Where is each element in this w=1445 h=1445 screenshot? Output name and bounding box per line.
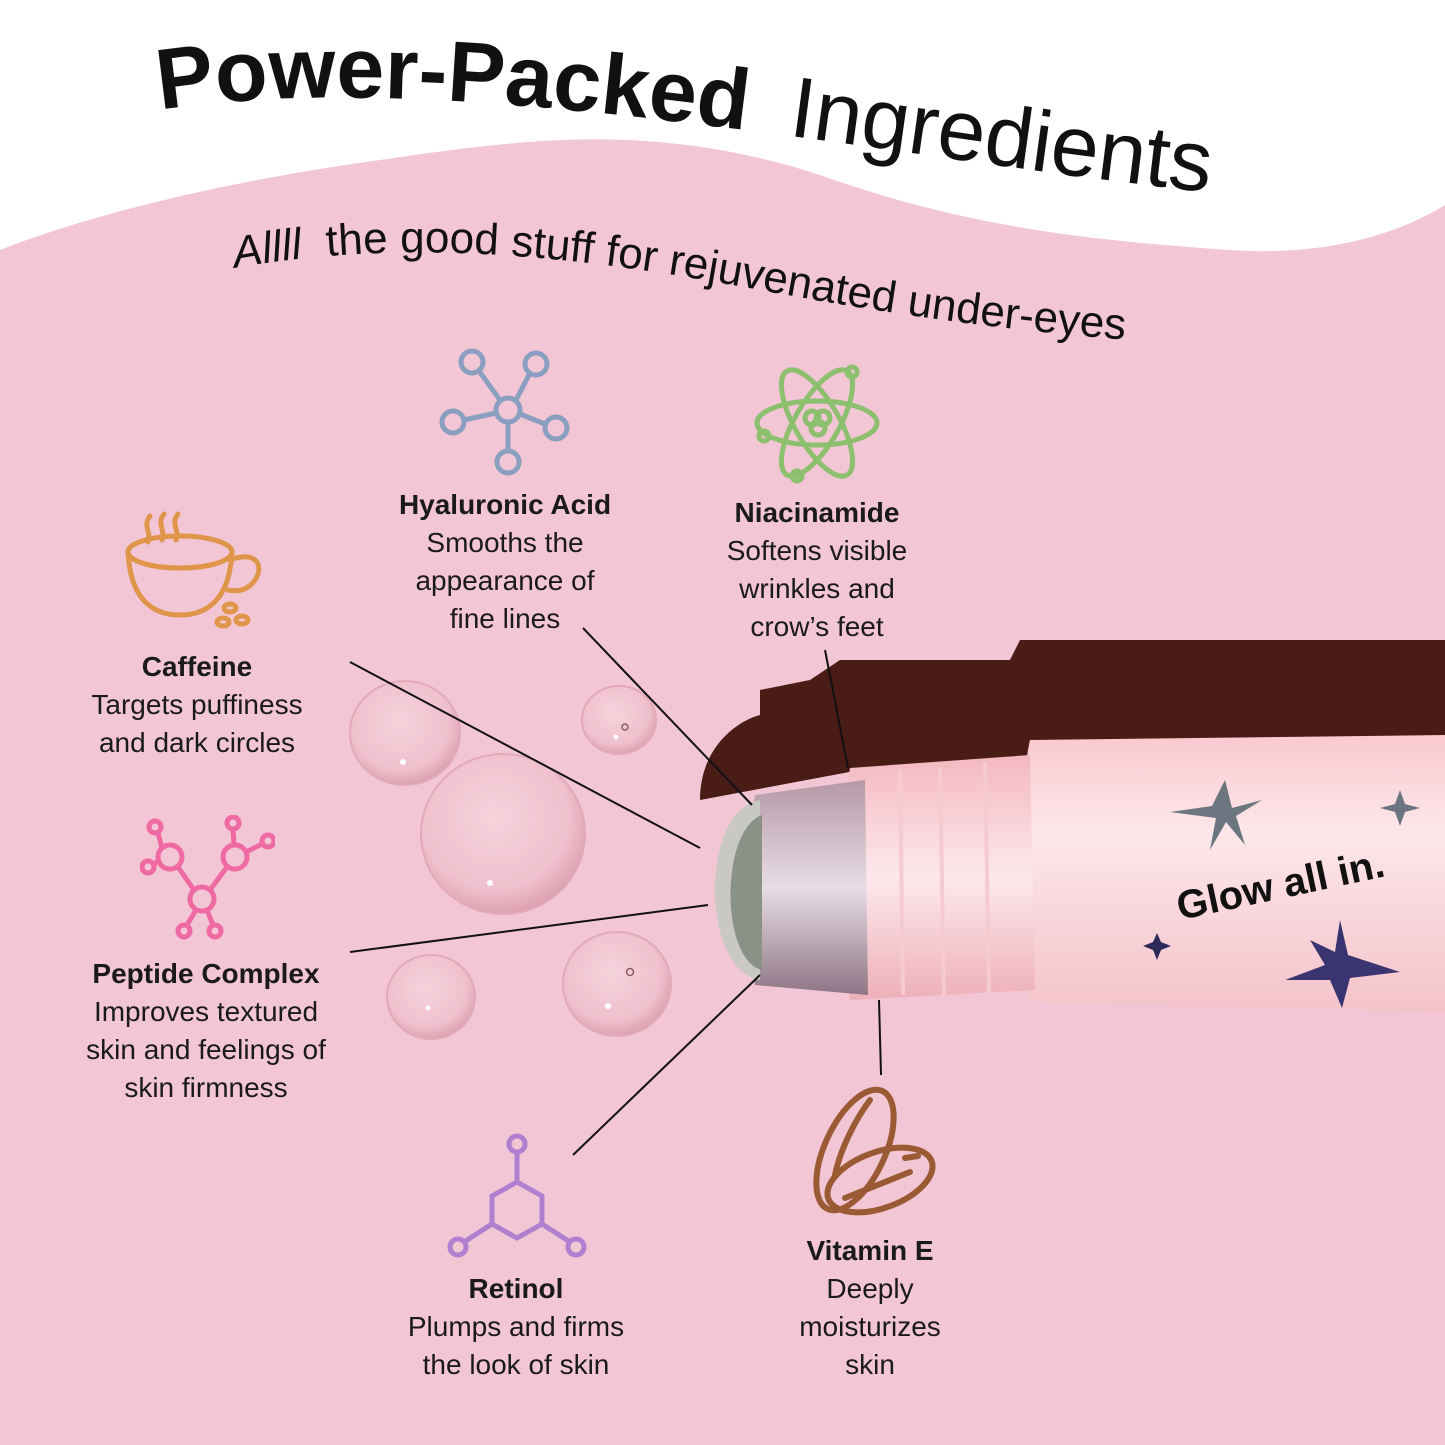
subtitle-emphasis: Allll [226, 219, 305, 278]
ingredient-name: Retinol [468, 1273, 564, 1304]
callout-hyaluronic [582, 627, 753, 806]
callout-vitamin-e [878, 999, 882, 1076]
callout-retinol [572, 974, 761, 1156]
hexagon-molecule-icon [447, 1133, 587, 1258]
ingredient-description: Deeply moisturizes skin [799, 1273, 941, 1380]
atom-icon [754, 364, 880, 484]
ingredient-name: Hyaluronic Acid [398, 489, 612, 520]
droplet-group [349, 680, 672, 1040]
peptide-chain-icon [140, 815, 275, 940]
ingredient-name: Vitamin E [806, 1235, 934, 1266]
ingredient-description: Targets puffiness and dark circles [91, 689, 303, 758]
callout-caffeine [349, 661, 701, 849]
ingredient-name: Caffeine [141, 651, 253, 682]
coffee-cup-icon [125, 511, 262, 629]
softgel-capsules-icon [813, 1086, 936, 1216]
molecule-hub-icon [439, 348, 570, 476]
ingredient-retinol: Retinol Plumps and firms the look of ski… [356, 1270, 676, 1384]
ingredient-description: Plumps and firms the look of skin [407, 1311, 625, 1380]
star-decorations [1143, 780, 1420, 1008]
ingredient-peptide-complex: Peptide Complex Improves textured skin a… [46, 955, 366, 1107]
ingredient-name: Niacinamide [734, 497, 900, 528]
ingredient-hyaluronic-acid: Hyaluronic Acid Smooths the appearance o… [345, 486, 665, 638]
ingredient-caffeine: Caffeine Targets puffiness and dark circ… [37, 648, 357, 762]
callout-peptide [349, 904, 709, 953]
ingredient-name: Peptide Complex [92, 958, 320, 989]
ingredient-description: Improves textured skin and feelings of s… [86, 996, 326, 1103]
ingredient-vitamin-e: Vitamin E Deeply moisturizes skin [710, 1232, 1030, 1384]
ingredient-niacinamide: Niacinamide Softens visible wrinkles and… [657, 494, 977, 646]
callout-niacinamide [824, 649, 849, 769]
header: Power-Packed Ingredients Allll the good … [150, 20, 1217, 349]
roller-collar [747, 780, 868, 995]
ingredient-description: Softens visible wrinkles and crow’s feet [726, 535, 908, 642]
ingredient-description: Smooths the appearance of fine lines [415, 527, 595, 634]
